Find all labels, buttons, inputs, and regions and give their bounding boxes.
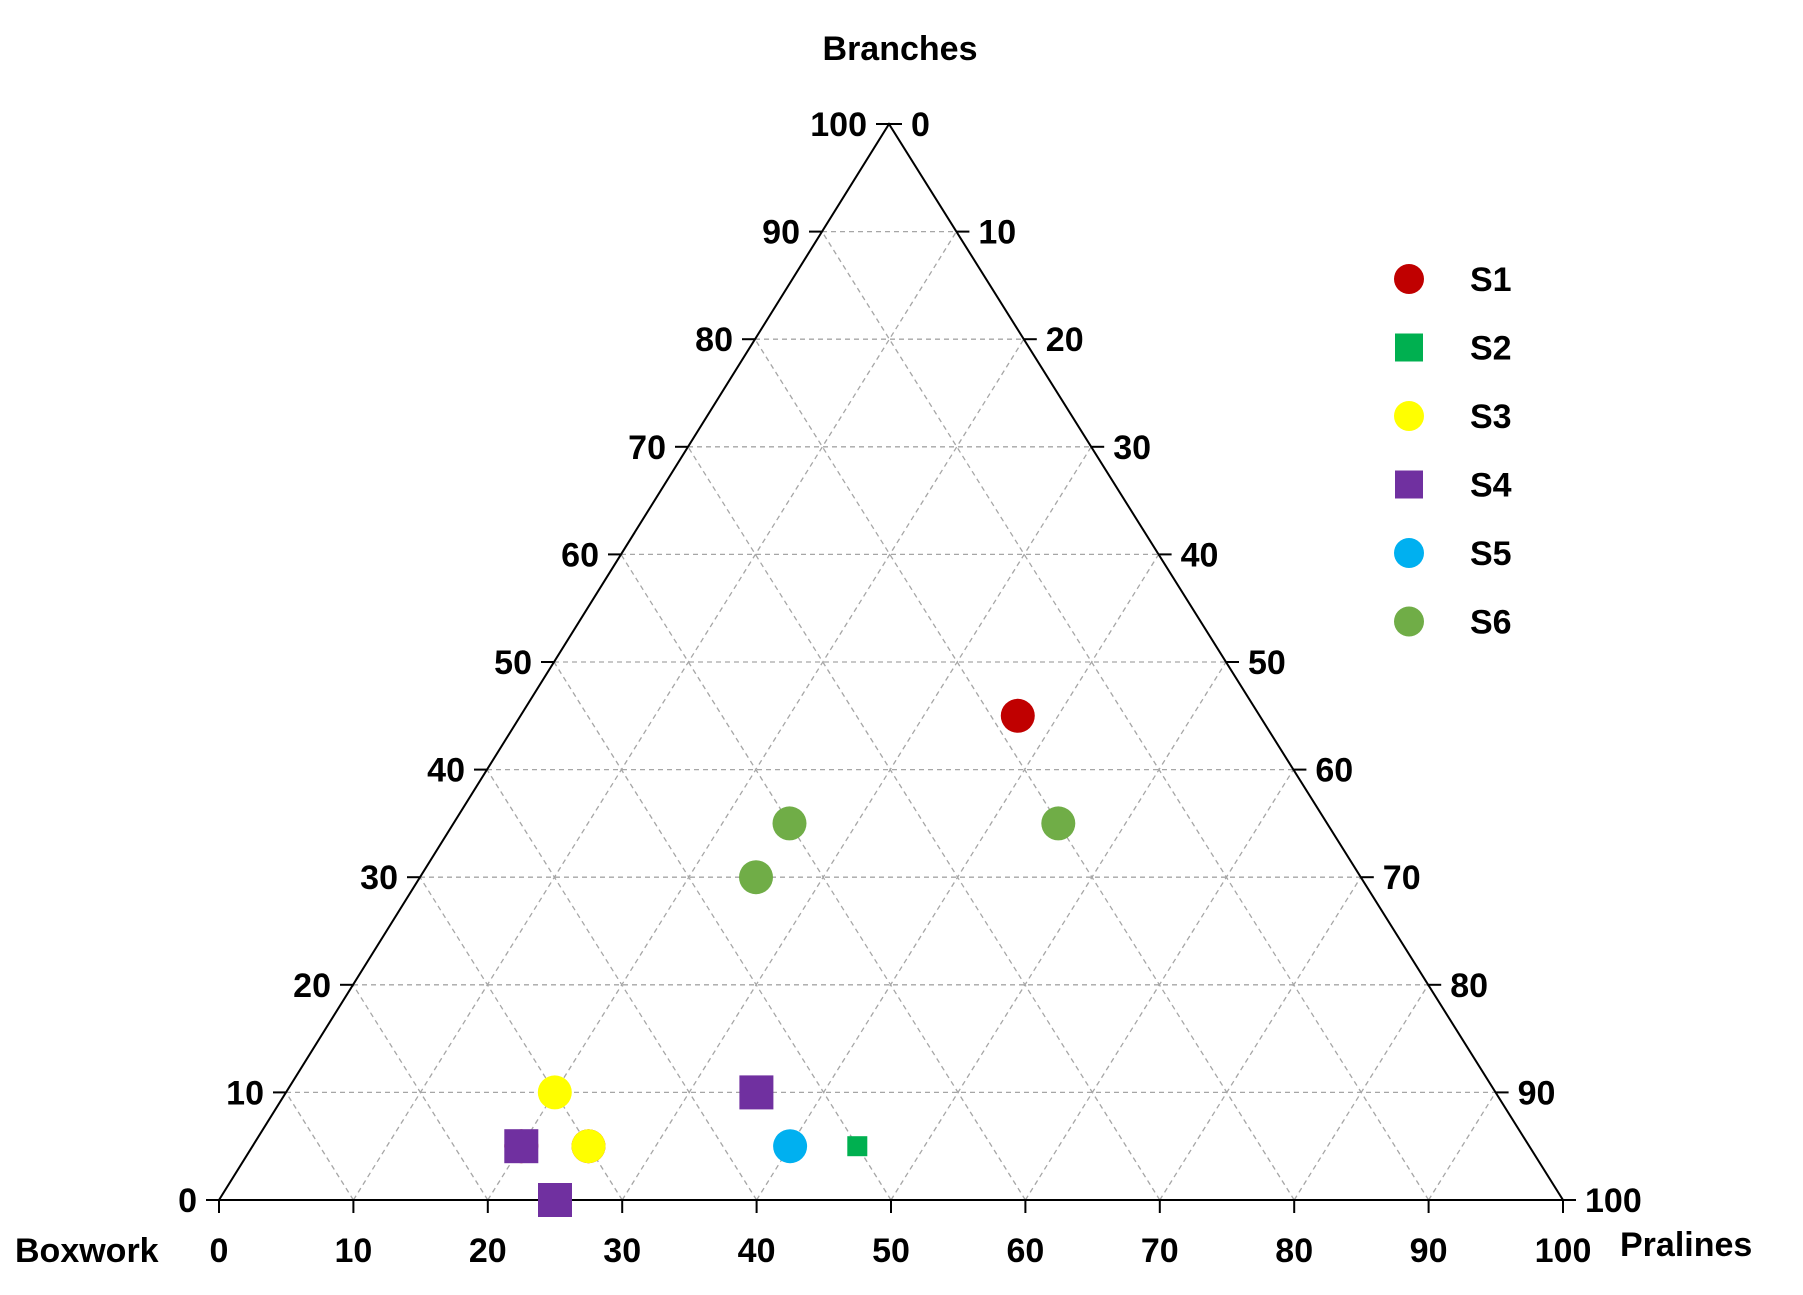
point-s4-2 [504,1129,539,1164]
tick-label-right-40: 40 [1181,536,1219,574]
point-s3-2 [571,1129,606,1164]
legend-label-s5: S5 [1470,535,1512,573]
tick-label-bottom-90: 90 [1410,1232,1448,1270]
point-s1-1 [1000,698,1035,733]
gridline-boxwork-80 [352,984,489,1201]
tick-label-bottom-0: 0 [210,1232,229,1270]
tick-label-bottom-80: 80 [1275,1232,1313,1270]
tick-label-left-50: 50 [494,644,532,682]
point-s4-1 [739,1075,774,1110]
gridline-boxwork-90 [285,1092,354,1201]
point-s5-1 [773,1129,808,1164]
gridline-pralines-80 [1293,984,1429,1201]
legend-marker-s4 [1395,470,1423,499]
tick-label-bottom-100: 100 [1535,1232,1592,1270]
tick-label-left-10: 10 [226,1074,264,1112]
point-s6-3 [1041,806,1076,841]
tick-label-bottom-70: 70 [1141,1232,1179,1270]
axis-title-left: Boxwork [15,1232,159,1270]
tick-label-right-70: 70 [1383,859,1421,897]
tick-label-left-70: 70 [628,429,666,467]
tick-label-right-20: 20 [1046,321,1084,359]
tick-label-right-90: 90 [1518,1074,1556,1112]
legend-marker-s1 [1394,264,1424,294]
gridline-boxwork-30 [687,446,1161,1201]
gridline-pralines-30 [621,446,1092,1201]
legend-marker-s6 [1394,606,1424,637]
legend-label-s3: S3 [1470,398,1512,436]
tick-label-bottom-30: 30 [603,1232,641,1270]
gridline-pralines-60 [1024,769,1294,1201]
tick-label-bottom-40: 40 [738,1232,776,1270]
point-s3-1 [537,1075,572,1110]
tick-label-left-20: 20 [293,967,331,1005]
legend-label-s2: S2 [1470,330,1512,368]
tick-label-right-100: 100 [1585,1182,1642,1220]
gridline-pralines-50 [890,661,1227,1201]
data-points [504,698,1076,1217]
tick-label-right-30: 30 [1113,429,1151,467]
tick-label-right-80: 80 [1450,967,1488,1005]
tick-label-right-60: 60 [1315,752,1353,790]
tick-label-left-0: 0 [178,1182,197,1220]
gridline-boxwork-60 [486,769,758,1201]
gridline-boxwork-50 [553,661,892,1201]
tick-label-left-60: 60 [561,536,599,574]
tick-marks [206,123,1576,1213]
legend-label-s1: S1 [1470,261,1512,299]
axis-title-top: Branches [823,30,978,68]
legend-label-s6: S6 [1470,604,1512,642]
axis-title-right: Pralines [1620,1226,1752,1264]
point-s6-1 [772,806,807,841]
tick-label-bottom-50: 50 [872,1232,910,1270]
legend-marker-s2 [1395,333,1423,362]
tick-label-left-30: 30 [360,859,398,897]
tick-label-bottom-10: 10 [334,1232,372,1270]
tick-label-left-90: 90 [762,214,800,252]
grid-lines [285,230,1497,1201]
point-s4-3 [538,1183,572,1217]
tick-label-left-40: 40 [427,752,465,790]
gridline-pralines-90 [1428,1092,1497,1201]
point-s6-2 [739,860,773,895]
legend-label-s4: S4 [1470,467,1512,505]
gridline-pralines-70 [1159,876,1362,1201]
legend-marker-s5 [1394,538,1424,568]
point-s2-1 [847,1136,868,1157]
tick-label-right-10: 10 [978,214,1016,252]
tick-label-right-0: 0 [911,106,930,144]
gridline-boxwork-10 [821,231,1430,1201]
tick-label-bottom-60: 60 [1006,1232,1044,1270]
tick-label-left-100: 100 [810,106,867,144]
tick-label-left-80: 80 [695,321,733,359]
tick-label-right-50: 50 [1248,644,1286,682]
legend-marker-s3 [1394,401,1424,431]
tick-label-bottom-20: 20 [469,1232,507,1270]
gridline-pralines-10 [352,231,957,1201]
